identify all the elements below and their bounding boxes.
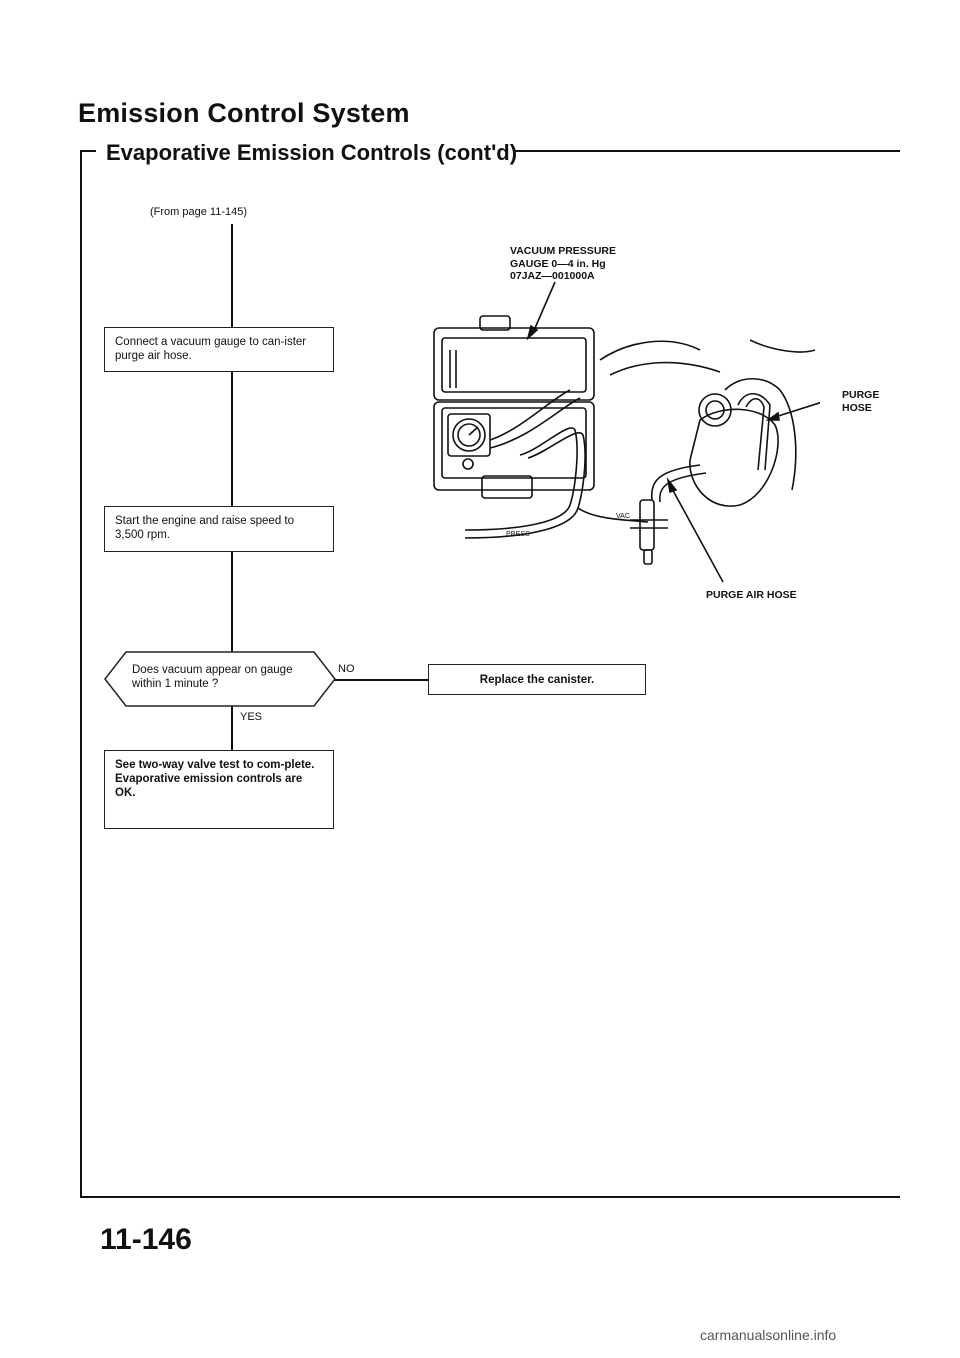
step-connect-gauge-text: Connect a vacuum gauge to can-ister purg… bbox=[115, 336, 307, 362]
press-tag: PRESS bbox=[506, 531, 530, 538]
result-ok: See two-way valve test to com-plete. Eva… bbox=[104, 750, 334, 829]
gauge-label-line1: VACUUM PRESSURE bbox=[510, 245, 616, 257]
result-ok-line2: Evaporative emission controls are OK. bbox=[115, 773, 303, 799]
gauge-label: VACUUM PRESSURE GAUGE 0—4 in. Hg 07JAZ—0… bbox=[510, 245, 616, 283]
decision-shape bbox=[104, 651, 336, 707]
purge-hose-label: PURGE HOSE bbox=[842, 389, 879, 414]
frame-left-border bbox=[80, 150, 82, 1198]
result-replace-canister-text: Replace the canister. bbox=[479, 674, 595, 686]
purge-hose-label-line2: HOSE bbox=[842, 401, 872, 414]
frame-header-rule bbox=[515, 150, 900, 152]
gauge-label-line3: 07JAZ—001000A bbox=[510, 270, 595, 282]
result-ok-line1: See two-way valve test to com-plete. bbox=[115, 759, 315, 771]
vac-tag: VAC bbox=[616, 513, 630, 520]
frame-left-tick bbox=[80, 150, 96, 152]
page-number: 11-146 bbox=[100, 1223, 192, 1256]
step-connect-gauge: Connect a vacuum gauge to can-ister purg… bbox=[104, 327, 334, 372]
purge-air-hose-label: PURGE AIR HOSE bbox=[706, 589, 797, 601]
watermark-footer: carmanualsonline.info bbox=[700, 1327, 837, 1343]
page-title: Emission Control System bbox=[78, 98, 410, 128]
flow-line bbox=[231, 552, 233, 652]
vacuum-gauge-illustration: PRESS VAC bbox=[433, 281, 820, 583]
flow-line bbox=[231, 706, 233, 750]
result-replace-canister: Replace the canister. bbox=[428, 664, 646, 695]
gauge-label-line2: GAUGE 0—4 in. Hg bbox=[510, 257, 606, 270]
from-page-note: (From page 11-145) bbox=[150, 206, 248, 218]
flow-line-no bbox=[318, 679, 428, 681]
step-start-engine-text: Start the engine and raise speed to 3,50… bbox=[115, 515, 295, 541]
yes-label: YES bbox=[240, 711, 263, 723]
section-title: Evaporative Emission Controls (cont'd) bbox=[106, 140, 518, 165]
flow-line bbox=[231, 224, 233, 327]
no-label: NO bbox=[338, 663, 355, 675]
step-start-engine: Start the engine and raise speed to 3,50… bbox=[104, 506, 334, 552]
decision-text: Does vacuum appear on gauge within 1 min… bbox=[132, 664, 293, 690]
frame-bottom-rule bbox=[80, 1196, 900, 1198]
flow-line bbox=[231, 372, 233, 506]
purge-hose-label-line1: PURGE bbox=[842, 389, 880, 401]
